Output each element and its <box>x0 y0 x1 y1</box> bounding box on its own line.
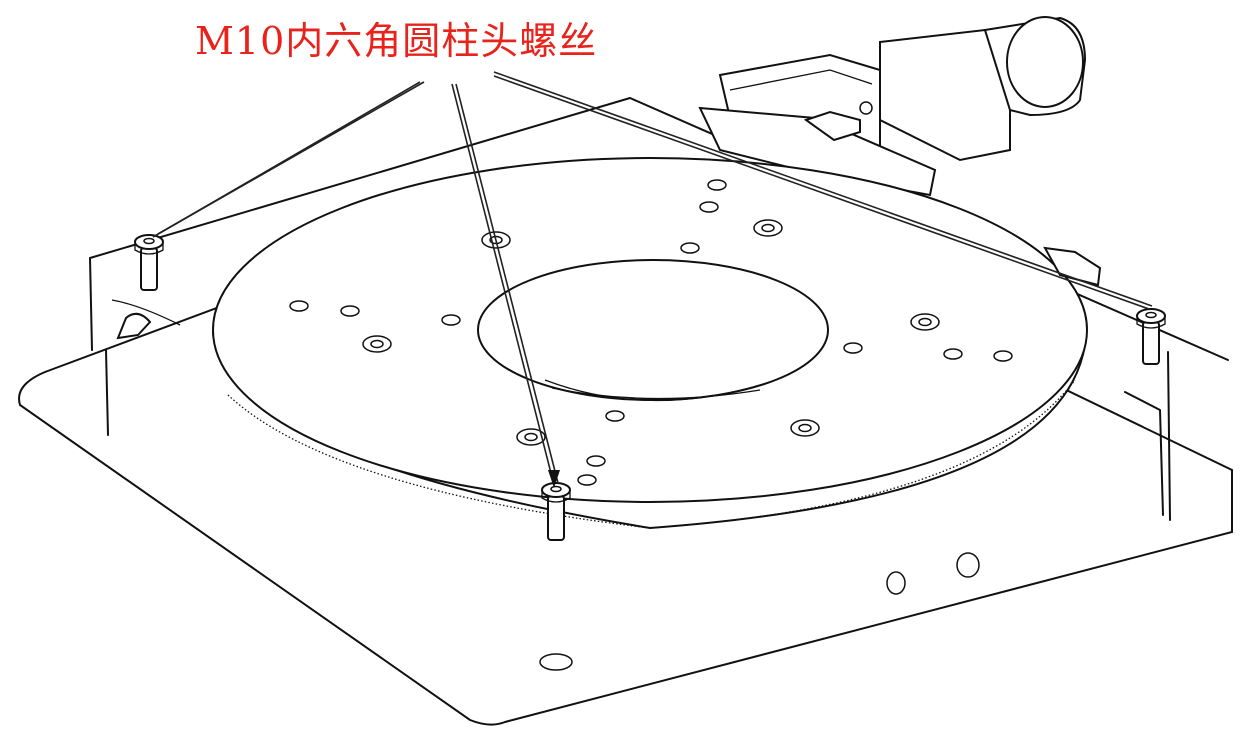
motor-unit <box>698 16 1087 197</box>
cap-screw-left <box>134 234 164 291</box>
callout-label: M10内六角圆柱头螺丝 <box>195 19 598 63</box>
cap-screw-right <box>1136 308 1166 365</box>
counterbored-holes <box>362 219 940 446</box>
side-bracket <box>1043 246 1102 287</box>
cap-screw-center <box>541 482 571 541</box>
turntable-disc <box>212 157 1088 530</box>
leader-lines <box>152 71 1153 488</box>
mounting-holes <box>289 179 1013 671</box>
base-tab <box>116 312 152 340</box>
